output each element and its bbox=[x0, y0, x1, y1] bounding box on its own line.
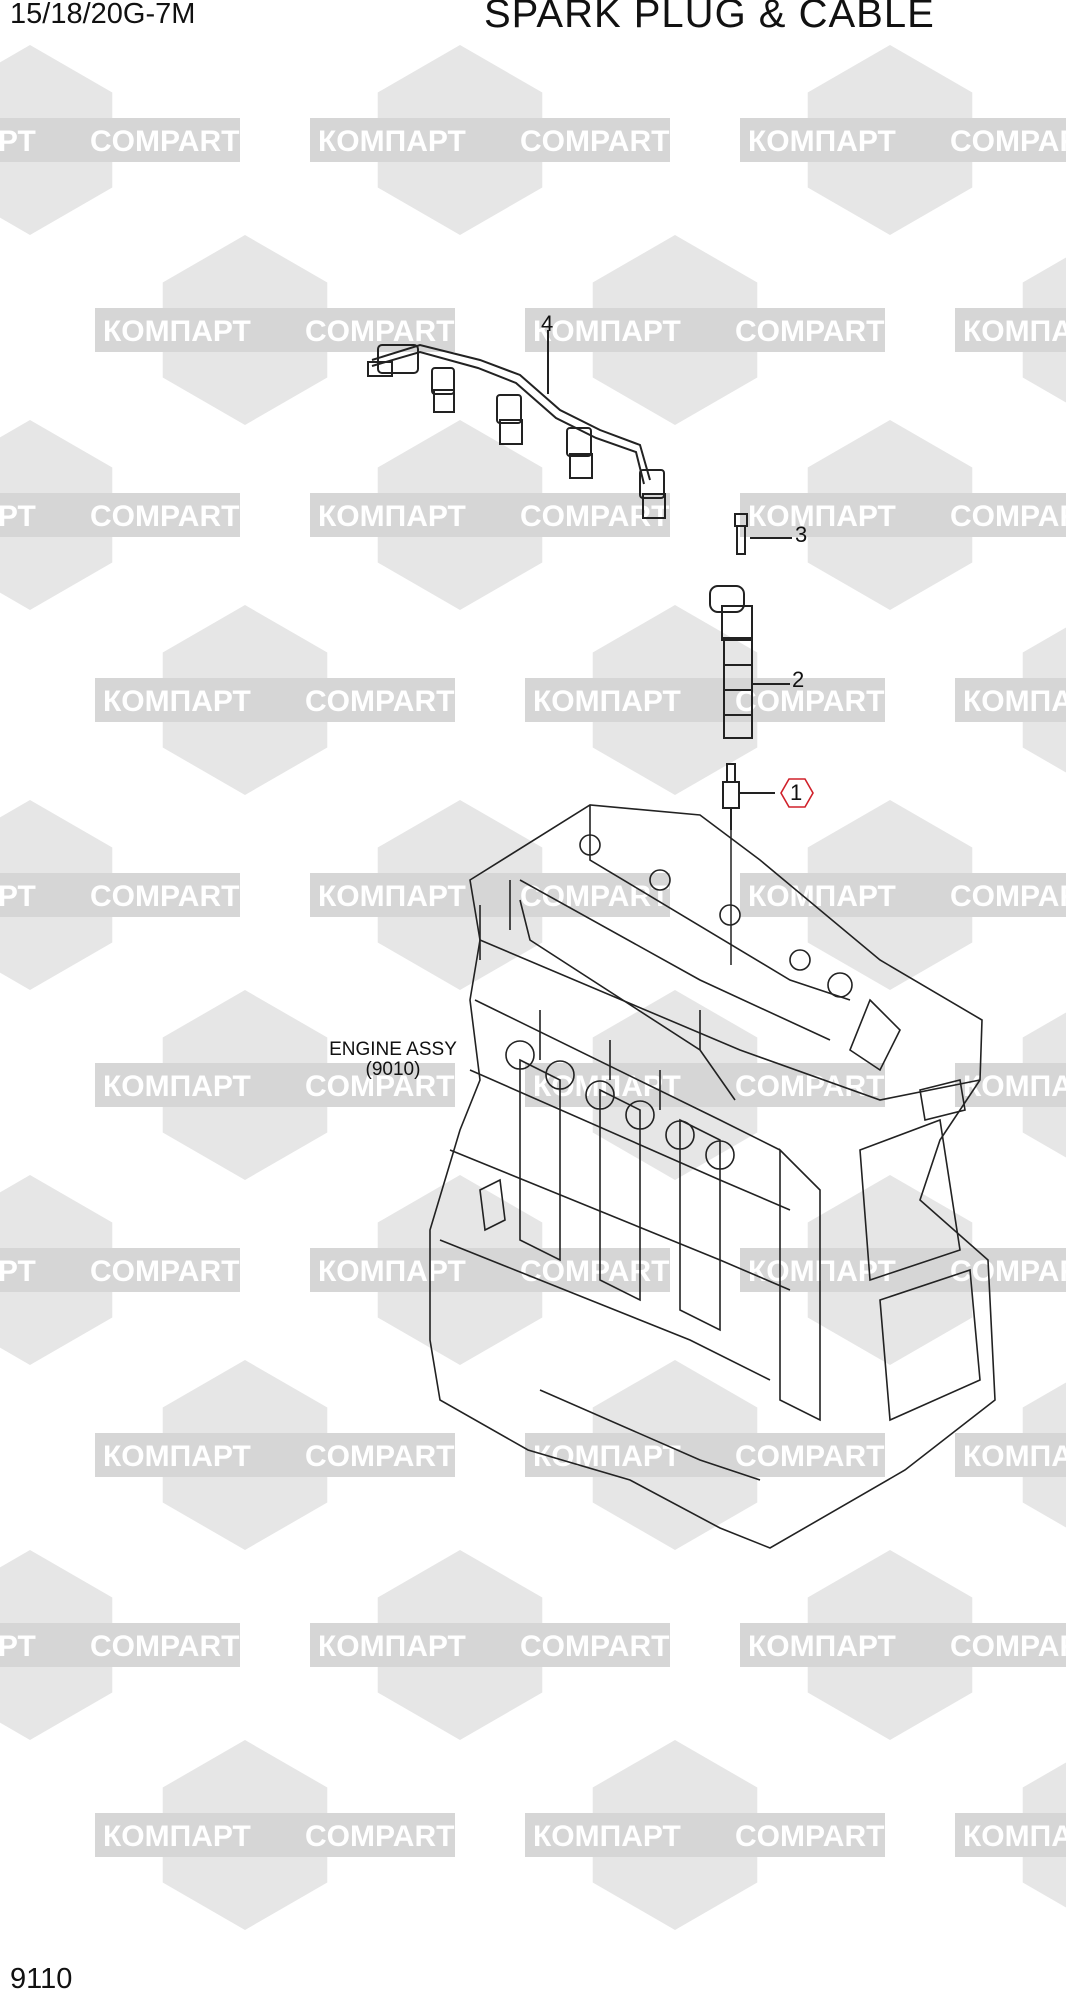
spark-plug[interactable] bbox=[722, 763, 740, 830]
engine-assy-name: ENGINE ASSY bbox=[329, 1039, 457, 1060]
page-title: SPARK PLUG & CABLE bbox=[484, 0, 935, 36]
callout-3[interactable]: 3 bbox=[795, 522, 808, 547]
page-number: 9110 bbox=[10, 1963, 73, 1995]
bolt[interactable] bbox=[734, 513, 748, 555]
callout-2[interactable]: 2 bbox=[792, 667, 805, 692]
ignition-harness[interactable] bbox=[367, 343, 666, 519]
engine-assy-label[interactable]: ENGINE ASSY (9010) bbox=[318, 1040, 468, 1080]
ignition-coil[interactable] bbox=[709, 585, 753, 739]
model-code: 15/18/20G-7M bbox=[10, 0, 196, 30]
highlight-hexagon bbox=[780, 778, 814, 808]
callout-4[interactable]: 4 bbox=[541, 311, 554, 336]
callout-1[interactable]: 1 bbox=[790, 780, 803, 805]
engine-assy-ref: (9010) bbox=[365, 1059, 421, 1080]
engine-assy-drawing bbox=[429, 804, 996, 1549]
